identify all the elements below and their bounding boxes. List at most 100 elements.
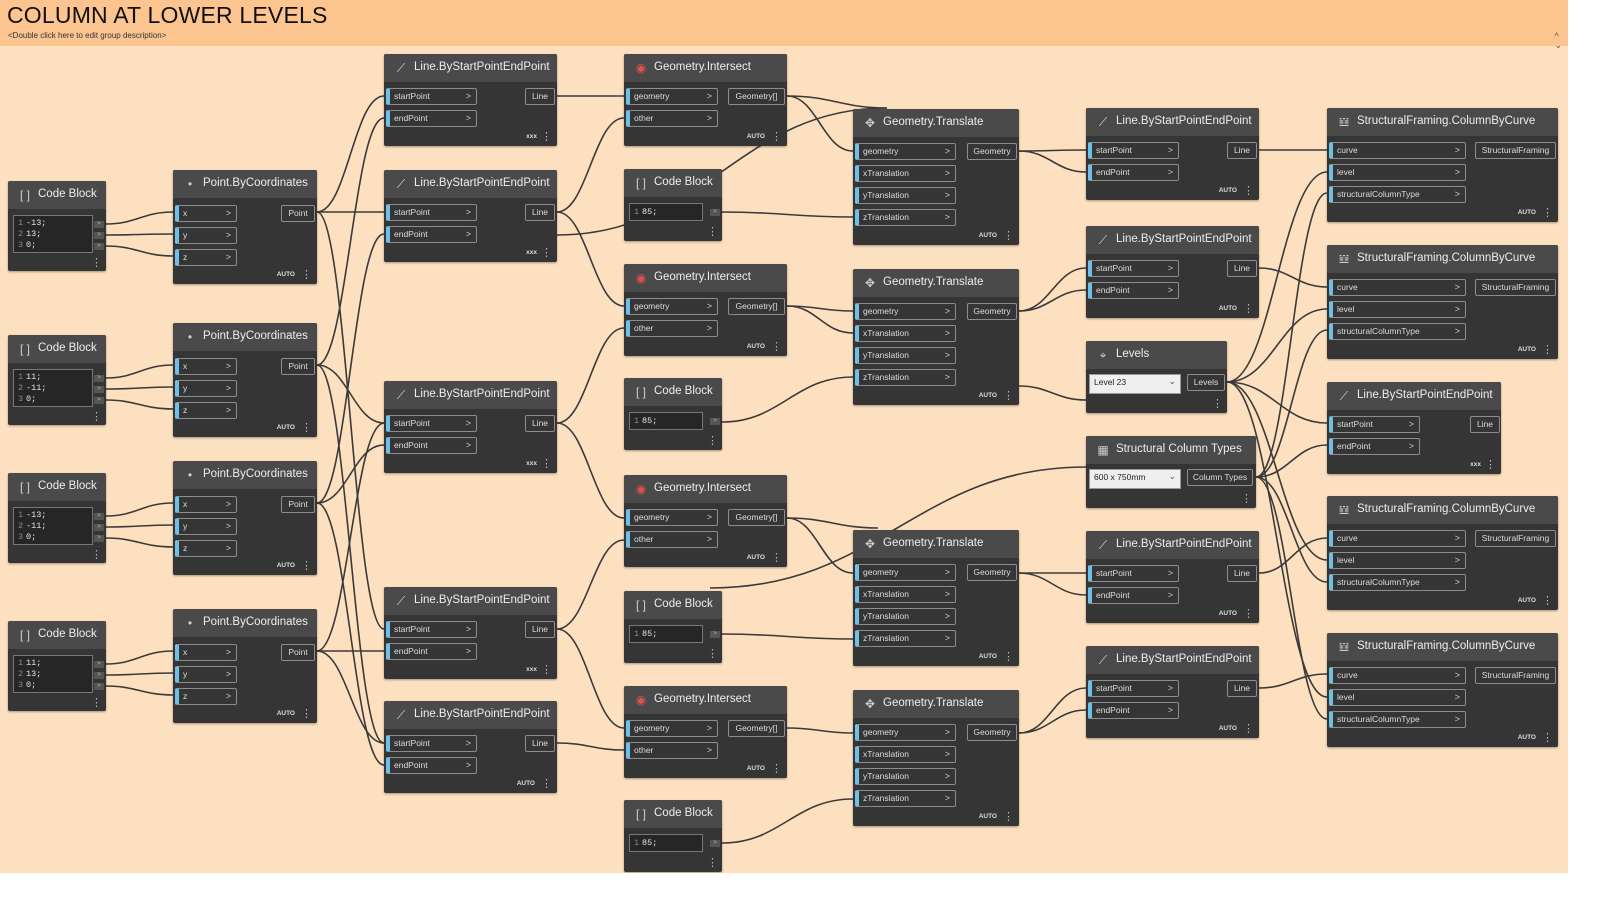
point-by-coordinates-node[interactable]: •Point.ByCoordinatesxyzPointAUTO⋮ [173, 323, 317, 437]
line-by-start-end-node[interactable]: ⟋Line.ByStartPointEndPointstartPointendP… [1086, 646, 1259, 738]
output-port-stub[interactable]: > [94, 672, 104, 679]
input-port-y[interactable]: y [175, 380, 237, 397]
input-port-y-translation[interactable]: yTranslation [855, 347, 956, 364]
wire-connector[interactable] [105, 537, 174, 548]
input-port-x[interactable]: x [175, 205, 237, 222]
input-port-end-point[interactable]: endPoint [1088, 587, 1179, 604]
input-port-x-translation[interactable]: xTranslation [855, 586, 956, 603]
wire-connector[interactable] [105, 685, 174, 696]
wire-connector[interactable] [1018, 709, 1087, 734]
node-header[interactable]: •Point.ByCoordinates [173, 323, 317, 351]
wire-connector[interactable] [316, 650, 385, 744]
input-port-start-point[interactable]: startPoint [386, 204, 477, 221]
node-menu-icon[interactable]: ⋮ [1212, 398, 1223, 410]
wire-connector[interactable] [316, 211, 385, 630]
wire-connector[interactable] [1258, 673, 1328, 689]
output-port-stub[interactable]: > [94, 232, 104, 239]
wire-connector[interactable] [316, 233, 385, 504]
node-header[interactable]: ⟋Line.ByStartPointEndPoint [1086, 226, 1259, 254]
lacing-xxx-label[interactable]: xxx [526, 666, 537, 673]
point-by-coordinates-node[interactable]: •Point.ByCoordinatesxyzPointAUTO⋮ [173, 170, 317, 284]
output-port-out-structural-framing[interactable]: StructuralFraming [1475, 667, 1556, 684]
wire-connector[interactable] [105, 233, 174, 236]
node-menu-icon[interactable]: ⋮ [91, 411, 102, 423]
input-port-geometry[interactable]: geometry [855, 303, 956, 320]
input-port-x[interactable]: x [175, 358, 237, 375]
wire-connector[interactable] [1226, 171, 1328, 383]
wire-connector[interactable] [1018, 289, 1087, 312]
input-port-z-translation[interactable]: zTranslation [855, 209, 956, 226]
lacing-auto-label[interactable]: AUTO [1517, 734, 1536, 741]
code-line[interactable]: 0; [26, 240, 37, 250]
code-line[interactable]: -13; [26, 510, 47, 520]
lacing-auto-label[interactable]: AUTO [978, 813, 997, 820]
group-header[interactable]: COLUMN AT LOWER LEVELS <Double click her… [0, 0, 1568, 50]
input-port-start-point[interactable]: startPoint [1088, 142, 1179, 159]
wire-connector[interactable] [1018, 150, 1087, 173]
output-port-out-geometry[interactable]: Geometry [967, 143, 1017, 160]
node-menu-icon[interactable]: ⋮ [771, 763, 782, 775]
wire-connector[interactable] [316, 95, 385, 213]
node-menu-icon[interactable]: ⋮ [1485, 459, 1496, 471]
line-by-start-end-node[interactable]: ⟋Line.ByStartPointEndPointstartPointendP… [384, 381, 557, 473]
node-menu-icon[interactable]: ⋮ [541, 131, 552, 143]
lacing-auto-label[interactable]: AUTO [1517, 597, 1536, 604]
wire-connector[interactable] [1226, 381, 1328, 698]
wire-connector[interactable] [1258, 537, 1328, 574]
wire-connector[interactable] [1226, 381, 1328, 424]
wire-connector[interactable] [556, 742, 625, 751]
node-header[interactable]: [ ]Code Block [8, 335, 106, 363]
output-port-out-line[interactable]: Line [1227, 565, 1257, 582]
input-port-other[interactable]: other [626, 531, 718, 548]
output-port-stub[interactable]: > [94, 375, 104, 382]
lacing-auto-label[interactable]: AUTO [978, 392, 997, 399]
geometry-intersect-node[interactable]: ◉Geometry.IntersectgeometryotherGeometry… [624, 54, 787, 146]
output-port-stub[interactable]: > [710, 631, 720, 638]
node-header[interactable]: ✥Geometry.Translate [853, 530, 1019, 558]
input-port-end-point[interactable]: endPoint [386, 110, 477, 127]
output-port-out-structural-framing[interactable]: StructuralFraming [1475, 530, 1556, 547]
output-port-stub[interactable]: > [94, 661, 104, 668]
node-menu-icon[interactable]: ⋮ [91, 697, 102, 709]
output-port-out-line[interactable]: Line [525, 88, 555, 105]
wire-connector[interactable] [1255, 476, 1328, 583]
wire-connector[interactable] [556, 628, 625, 729]
code-line[interactable]: 85; [642, 838, 658, 848]
node-header[interactable]: [ ]Code Block [8, 473, 106, 501]
column-by-curve-node[interactable]: 𝍈StructuralFraming.ColumnByCurvecurvelev… [1327, 108, 1558, 222]
node-header[interactable]: 𝍈StructuralFraming.ColumnByCurve [1327, 633, 1558, 661]
input-port-level[interactable]: level [1329, 164, 1466, 181]
column-by-curve-node[interactable]: 𝍈StructuralFraming.ColumnByCurvecurvelev… [1327, 245, 1558, 359]
node-menu-icon[interactable]: ⋮ [541, 458, 552, 470]
output-port-out-geometry-list[interactable]: Geometry[] [728, 509, 785, 526]
node-header[interactable]: •Point.ByCoordinates [173, 170, 317, 198]
node-menu-icon[interactable]: ⋮ [1003, 651, 1014, 663]
node-menu-icon[interactable]: ⋮ [1542, 207, 1553, 219]
output-port-stub[interactable]: > [710, 840, 720, 847]
wire-connector[interactable] [316, 502, 385, 766]
wire-connector[interactable] [1258, 267, 1328, 288]
lacing-auto-label[interactable]: AUTO [746, 765, 765, 772]
node-header[interactable]: ⟋Line.ByStartPointEndPoint [1086, 531, 1259, 559]
geometry-translate-node[interactable]: ✥Geometry.TranslategeometryxTranslationy… [853, 690, 1019, 826]
lacing-auto-label[interactable]: AUTO [1218, 187, 1237, 194]
input-port-y[interactable]: y [175, 666, 237, 683]
lacing-auto-label[interactable]: AUTO [276, 271, 295, 278]
node-header[interactable]: 𝍈StructuralFraming.ColumnByCurve [1327, 108, 1558, 136]
node-header[interactable]: [ ]Code Block [8, 181, 106, 209]
node-menu-icon[interactable]: ⋮ [301, 422, 312, 434]
input-port-x-translation[interactable]: xTranslation [855, 325, 956, 342]
node-header[interactable]: 𝍈StructuralFraming.ColumnByCurve [1327, 496, 1558, 524]
point-by-coordinates-node[interactable]: •Point.ByCoordinatesxyzPointAUTO⋮ [173, 609, 317, 723]
wire-connector[interactable] [105, 211, 174, 225]
node-header[interactable]: ⟋Line.ByStartPointEndPoint [384, 54, 557, 82]
point-by-coordinates-node[interactable]: •Point.ByCoordinatesxyzPointAUTO⋮ [173, 461, 317, 575]
wire-connector[interactable] [786, 727, 854, 734]
